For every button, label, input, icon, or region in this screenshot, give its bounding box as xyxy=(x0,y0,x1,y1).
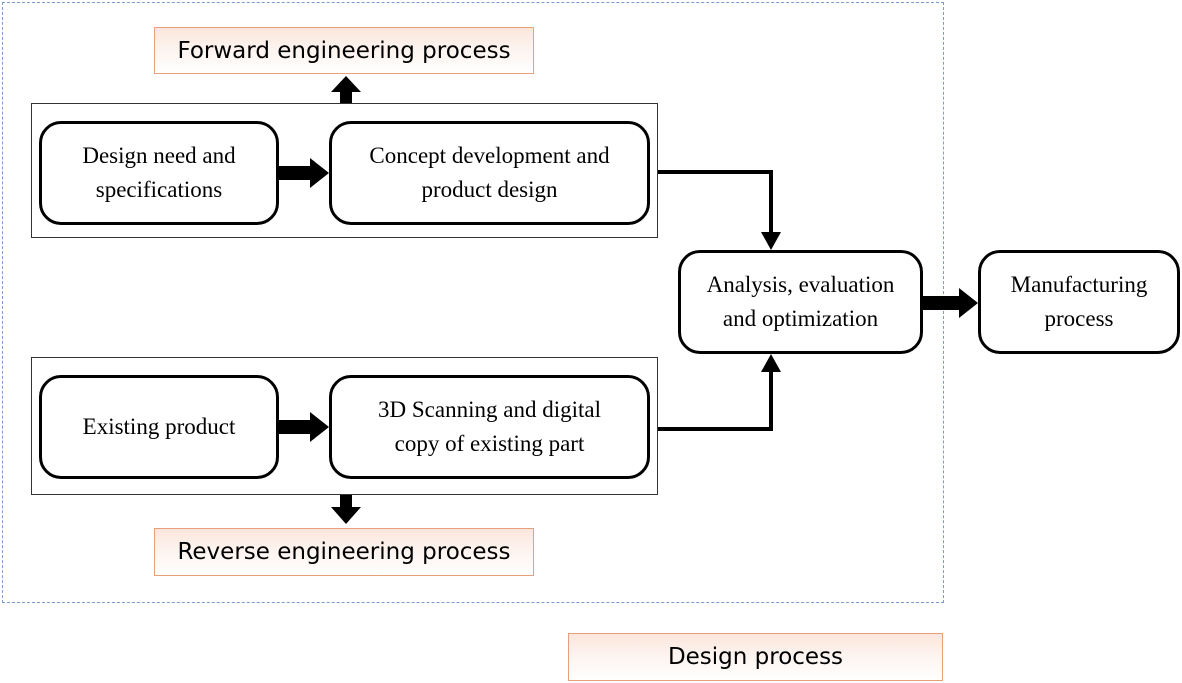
reverse-engineering-group xyxy=(31,357,658,495)
arrow-design-to-concept xyxy=(279,158,329,188)
manufacturing-node: Manufacturing process xyxy=(978,250,1180,354)
arrow-forward-up xyxy=(331,76,361,103)
forward-engineering-group xyxy=(31,103,658,238)
arrow-scanning-to-analysis xyxy=(658,354,781,431)
arrow-existing-to-scanning xyxy=(279,412,329,442)
reverse-engineering-label: Reverse engineering process xyxy=(154,528,534,576)
existing-product-node: Existing product xyxy=(39,375,279,479)
design-process-label: Design process xyxy=(568,633,943,681)
design-need-node: Design need and specifications xyxy=(39,121,279,225)
arrow-reverse-down xyxy=(331,495,361,524)
arrow-concept-to-analysis xyxy=(658,170,781,250)
arrow-analysis-to-manufacturing xyxy=(923,288,978,318)
forward-engineering-label: Forward engineering process xyxy=(154,27,534,74)
analysis-node: Analysis, evaluation and optimization xyxy=(678,250,923,354)
concept-development-node: Concept development and product design xyxy=(329,121,650,225)
scanning-node: 3D Scanning and digital copy of existing… xyxy=(329,375,650,479)
